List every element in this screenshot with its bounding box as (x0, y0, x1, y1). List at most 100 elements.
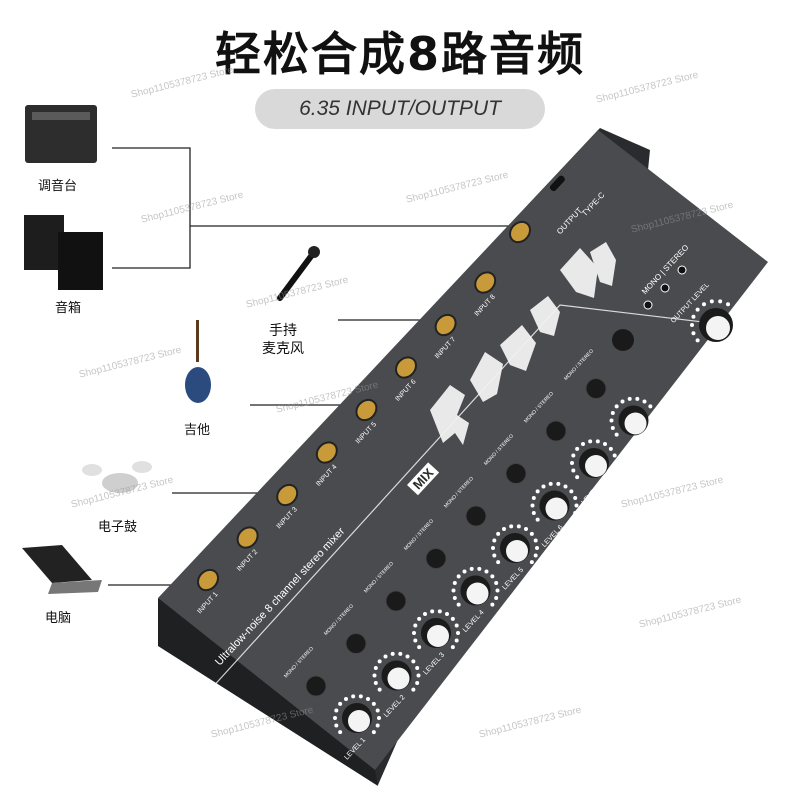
mono-stereo-label-1: MONO / STEREO (283, 646, 315, 680)
mixer-console-icon (25, 105, 97, 163)
input-jack-7[interactable] (432, 311, 460, 339)
type-c-port[interactable] (549, 174, 566, 192)
level-led (452, 580, 457, 585)
level-led (603, 441, 607, 446)
level-led (612, 468, 617, 473)
output-led (690, 323, 694, 327)
level-led (423, 611, 427, 616)
output-led (695, 307, 700, 312)
level-led (569, 489, 574, 494)
level-led (411, 659, 416, 664)
mono-stereo-switch-8[interactable] (585, 378, 607, 399)
level-led (529, 531, 534, 536)
output-jack[interactable] (506, 218, 534, 246)
level-knob-5[interactable] (506, 540, 528, 562)
level-label-6: LEVEL 6 (541, 524, 565, 549)
mono-stereo-label-2: MONO / STEREO (323, 603, 355, 637)
input-label-1: INPUT 1 (196, 591, 219, 615)
level-led (338, 730, 343, 735)
level-knob-4[interactable] (466, 582, 489, 605)
level-led (496, 560, 501, 565)
level-led (358, 694, 363, 699)
level-led (516, 524, 521, 529)
level-led (652, 426, 657, 431)
input-jack-1[interactable] (194, 566, 222, 594)
input-jack-2[interactable] (234, 523, 262, 551)
level-led (477, 566, 482, 571)
level-led (541, 484, 546, 489)
level-led (491, 546, 495, 550)
mono-stereo-switch-1[interactable] (305, 675, 327, 697)
level-knob-2[interactable] (387, 667, 410, 690)
level-led (608, 475, 613, 480)
level-led (375, 723, 380, 728)
level-led (648, 404, 653, 409)
input-label-7: INPUT 7 (434, 336, 457, 360)
mono-stereo-label-6: MONO / STEREO (483, 433, 515, 467)
level-led (372, 673, 377, 678)
output-led (718, 299, 723, 304)
level-led (529, 560, 534, 565)
input-jack-5[interactable] (352, 396, 380, 424)
input-label-2: INPUT 2 (236, 548, 259, 572)
mono-stereo-label-5: MONO / STEREO (443, 476, 475, 510)
output-led (736, 331, 741, 336)
input-jack-8[interactable] (471, 268, 499, 296)
level-led (456, 574, 461, 579)
microphone-label-line1: 手持 (269, 323, 297, 339)
level-led (612, 453, 617, 458)
level-led (454, 638, 459, 643)
mono-stereo-switch-6[interactable] (505, 463, 527, 484)
level-label-3: LEVEL 3 (422, 651, 446, 676)
level-led (462, 569, 467, 574)
level-led (413, 623, 418, 628)
level-led (635, 396, 640, 401)
level-led (535, 489, 540, 494)
output-led (702, 302, 706, 307)
level-led (450, 616, 455, 621)
level-led (530, 503, 535, 508)
mono-stereo-switch-3[interactable] (385, 590, 407, 612)
level-led (648, 432, 653, 437)
input-label-4: INPUT 4 (315, 463, 338, 487)
level-knob-7[interactable] (585, 455, 607, 477)
mono-stereo-switch-2[interactable] (345, 633, 367, 654)
input-jack-3[interactable] (273, 481, 301, 509)
level-led (417, 645, 422, 650)
input-label-5: INPUT 5 (355, 421, 378, 445)
level-led (533, 553, 538, 558)
level-led (450, 645, 455, 650)
level-knob-8[interactable] (624, 412, 647, 435)
input-label-6: INPUT 6 (394, 378, 417, 402)
level-led (573, 495, 578, 500)
input-jack-6[interactable] (392, 353, 420, 381)
level-led (415, 681, 420, 686)
output-led (732, 307, 737, 312)
level-led (588, 439, 593, 444)
output-led (726, 302, 730, 307)
mono-stereo-switch-7[interactable] (545, 420, 567, 442)
page-title: 轻松合成8路音频 (214, 27, 585, 81)
mono-stereo-switch-5[interactable] (465, 505, 487, 527)
level-led (338, 701, 343, 706)
level-led (548, 481, 553, 486)
level-led (609, 418, 614, 423)
level-led (383, 654, 388, 659)
level-led (371, 730, 376, 735)
input-jack-4[interactable] (313, 438, 341, 466)
level-label-1: LEVEL 1 (343, 736, 367, 761)
level-knob-3[interactable] (427, 625, 449, 647)
level-led (334, 723, 339, 728)
master-switch[interactable] (612, 329, 634, 351)
mono-stereo-switch-4[interactable] (425, 548, 447, 569)
level-led (377, 659, 382, 664)
level-knob-6[interactable] (545, 497, 568, 520)
output-knob[interactable] (706, 316, 730, 340)
level-led (608, 446, 613, 451)
laptop-icon (22, 545, 102, 594)
level-led (413, 638, 418, 643)
level-knob-1[interactable] (348, 710, 370, 732)
mode-indicator-led-2 (660, 283, 670, 293)
level-led (490, 574, 495, 579)
level-led (524, 526, 528, 531)
